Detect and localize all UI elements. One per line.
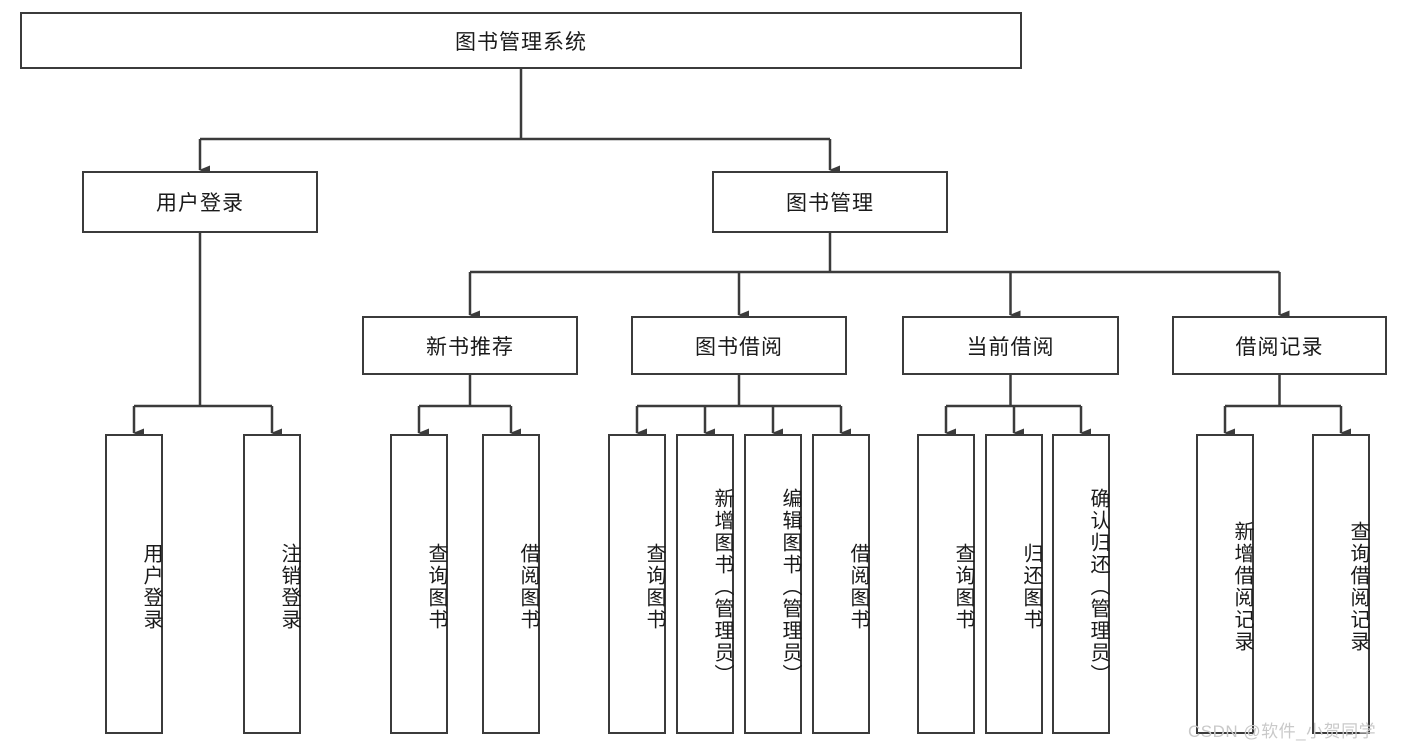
node-bookmgr[interactable]: 图书管理 xyxy=(712,171,948,233)
node-label: 新增借阅记录 xyxy=(1231,521,1253,653)
node-current[interactable]: 当前借阅 xyxy=(902,316,1119,375)
node-leaf-11[interactable]: 确认归还（管理员） xyxy=(1052,434,1110,734)
node-newbook[interactable]: 新书推荐 xyxy=(362,316,578,375)
node-leaf-2[interactable]: 注销登录 xyxy=(243,434,301,734)
node-leaf-6[interactable]: 新增图书（管理员） xyxy=(676,434,734,734)
node-leaf-3[interactable]: 查询图书 xyxy=(390,434,448,734)
node-label: 借阅图书 xyxy=(847,543,869,631)
node-leaf-9[interactable]: 查询图书 xyxy=(917,434,975,734)
node-label: 图书管理系统 xyxy=(455,30,587,54)
node-label: 当前借阅 xyxy=(966,335,1055,359)
node-leaf-5[interactable]: 查询图书 xyxy=(608,434,666,734)
node-label: 用户登录 xyxy=(156,192,244,215)
node-label: 新书推荐 xyxy=(426,335,514,359)
node-label: 借阅图书 xyxy=(517,543,539,631)
node-label: 查询借阅记录 xyxy=(1347,521,1369,653)
node-borrow[interactable]: 图书借阅 xyxy=(631,316,847,375)
node-label: 查询图书 xyxy=(643,543,665,631)
node-leaf-1[interactable]: 用户登录 xyxy=(105,434,163,734)
node-leaf-4[interactable]: 借阅图书 xyxy=(482,434,540,734)
node-leaf-8[interactable]: 借阅图书 xyxy=(812,434,870,734)
node-label: 查询图书 xyxy=(952,543,974,631)
wire-group xyxy=(132,69,1351,438)
node-label: 用户登录 xyxy=(140,543,162,631)
node-label: 查询图书 xyxy=(425,543,447,631)
node-leaf-7[interactable]: 编辑图书（管理员） xyxy=(744,434,802,734)
node-leaf-12[interactable]: 新增借阅记录 xyxy=(1196,434,1254,734)
node-record[interactable]: 借阅记录 xyxy=(1172,316,1387,375)
node-label: 确认归还（管理员） xyxy=(1087,488,1109,686)
node-login[interactable]: 用户登录 xyxy=(82,171,318,233)
node-leaf-10[interactable]: 归还图书 xyxy=(985,434,1043,734)
node-root[interactable]: 图书管理系统 xyxy=(20,12,1022,69)
node-leaf-13[interactable]: 查询借阅记录 xyxy=(1312,434,1370,734)
node-label: 图书管理 xyxy=(786,192,874,215)
node-label: 借阅记录 xyxy=(1235,335,1324,359)
node-label: 注销登录 xyxy=(278,543,300,631)
node-label: 新增图书（管理员） xyxy=(711,488,733,686)
node-label: 编辑图书（管理员） xyxy=(779,488,801,686)
node-label: 归还图书 xyxy=(1020,543,1042,631)
node-label: 图书借阅 xyxy=(695,335,783,359)
